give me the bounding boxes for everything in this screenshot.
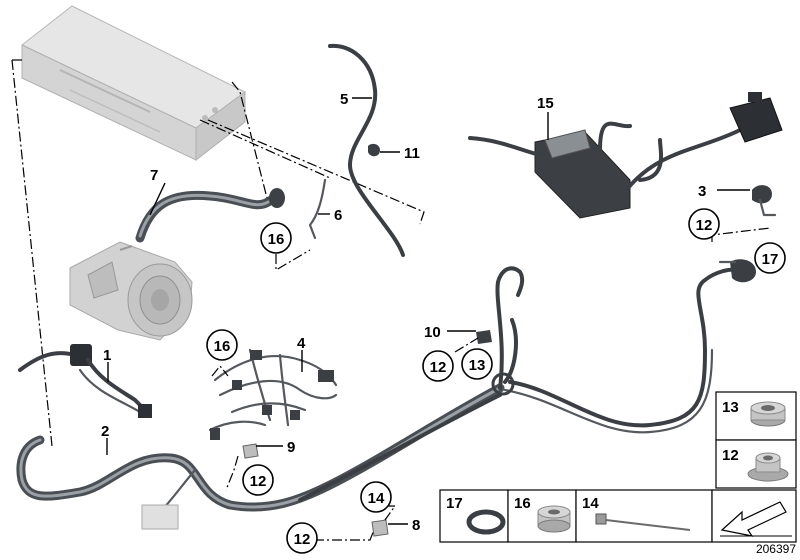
legend-17-box: 17 [439, 489, 509, 543]
svg-text:12: 12 [722, 447, 739, 464]
part-3-bracket [752, 185, 777, 217]
callout-16-top: 16 [260, 222, 292, 254]
part-2-main-harness [16, 259, 756, 530]
svg-text:12: 12 [696, 217, 713, 234]
part-4-harness [208, 348, 338, 440]
legend-13-box: 13 [715, 391, 797, 441]
svg-text:12: 12 [294, 531, 311, 548]
callout-12-lower: 12 [242, 464, 274, 496]
svg-text:16: 16 [514, 495, 531, 512]
callout-3: 3 [698, 183, 706, 200]
svg-text:16: 16 [268, 231, 285, 248]
svg-text:17: 17 [446, 495, 463, 512]
part-15-module [468, 92, 783, 219]
dashline-box-3 [207, 119, 425, 225]
dashline-box-1 [11, 59, 53, 447]
callout-8: 8 [412, 517, 420, 534]
callout-5: 5 [340, 91, 348, 108]
part-11-clip [368, 143, 380, 157]
part-6-wire [308, 178, 327, 240]
figure-number: 206397 [756, 542, 796, 556]
compressor [69, 241, 193, 341]
callout-12-right-top: 12 [688, 208, 720, 240]
svg-text:12: 12 [250, 473, 267, 490]
svg-text:13: 13 [722, 399, 739, 416]
legend-12-box: 12 [715, 439, 797, 489]
callout-7: 7 [150, 167, 158, 184]
part-8-clip [371, 519, 389, 537]
part-7-hose [135, 190, 283, 243]
svg-text:12: 12 [430, 359, 447, 376]
part-1-harness [18, 344, 152, 418]
callout-12-mid: 12 [422, 350, 454, 382]
legend-arrow-box [711, 489, 797, 543]
callout-6: 6 [334, 207, 342, 224]
callout-16-mid: 16 [206, 329, 238, 361]
callout-14-lower: 14 [360, 481, 392, 513]
callout-17-right: 17 [754, 242, 786, 274]
callout-11: 11 [404, 145, 420, 162]
svg-text:14: 14 [582, 495, 599, 512]
svg-text:16: 16 [214, 338, 231, 355]
dashline-box-2 [231, 81, 269, 203]
legend-16-box: 16 [507, 489, 577, 543]
callout-9: 9 [287, 439, 295, 456]
callout-10: 10 [424, 324, 441, 341]
callout-13-mid: 13 [461, 348, 493, 380]
callout-4: 4 [297, 335, 306, 352]
part-10-clip [476, 330, 492, 344]
part-5-cable [328, 43, 405, 257]
svg-text:14: 14 [368, 490, 385, 507]
dashline-box-4 [199, 119, 331, 179]
callout-12-bottom: 12 [286, 522, 318, 554]
callout-15: 15 [537, 95, 554, 112]
svg-text:13: 13 [469, 357, 486, 374]
svg-text:17: 17 [762, 251, 779, 268]
callout-2: 2 [101, 423, 109, 440]
callout-1: 1 [103, 347, 111, 364]
legend-14-box: 14 [575, 489, 713, 543]
control-unit-box [21, 5, 246, 162]
part-9-clip [242, 443, 259, 459]
